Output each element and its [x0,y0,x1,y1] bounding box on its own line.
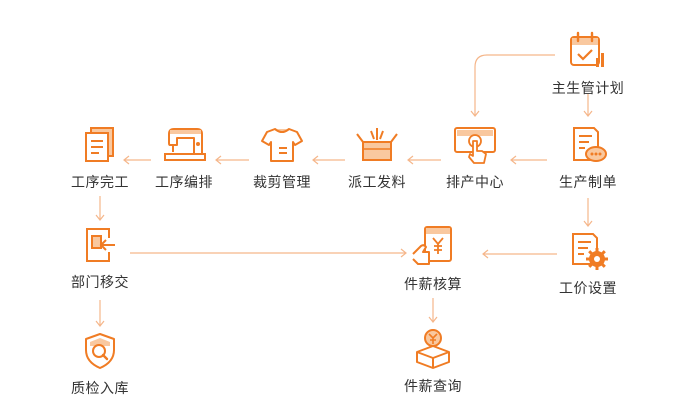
node-wage-setting[interactable]: 工价设置 [533,230,643,298]
node-complete[interactable]: 工序完工 [45,124,155,192]
node-label: 排产中心 [446,174,504,190]
arrowhead-material-to-cutting [312,155,319,165]
transfer-door-icon [86,228,115,262]
tshirt-icon [261,128,303,162]
documents-icon [85,127,114,162]
node-scheduling[interactable]: 工序编排 [129,124,239,192]
yen-coin-box-icon [416,329,450,369]
node-label: 主生管计划 [551,80,625,96]
node-label: 工序完工 [71,174,129,190]
node-label: 质检入库 [71,380,129,396]
arrowhead-order-to-wage [583,220,593,227]
arrowhead-plan-to-order [583,110,593,117]
node-cutting[interactable]: 裁剪管理 [227,124,337,192]
arrowhead-scheduling-to-complete [123,155,130,165]
arrowhead-cutting-to-scheduling [215,155,222,165]
calculator-yen-icon [412,226,452,265]
node-label: 裁剪管理 [253,174,311,190]
node-dispatch-center[interactable]: 排产中心 [420,124,530,192]
node-label: 部门移交 [71,274,129,290]
node-transfer[interactable]: 部门移交 [45,224,155,292]
node-order[interactable]: 生产制单 [533,124,643,192]
arrowhead-transfer-to-calc [400,248,407,258]
arrowhead-calc-to-query [428,316,438,323]
arrowhead-dispatch-to-material [407,155,414,165]
open-box-icon [356,128,398,161]
calendar-chart-icon [570,31,604,67]
arrowhead-transfer-to-quality [95,320,105,327]
touch-screen-icon [454,127,496,164]
sewing-machine-icon [164,128,206,161]
node-plan[interactable]: 主生管计划 [533,30,643,98]
node-piece-calc[interactable]: 件薪核算 [378,224,488,294]
arrowhead-complete-to-transfer [95,214,105,221]
node-label: 件薪查询 [404,378,462,394]
connector-plan-to-dispatch [474,54,555,116]
shield-check-icon [85,333,115,369]
document-chat-icon [573,127,607,162]
arrowhead-plan-to-dispatch [470,110,480,117]
node-label: 生产制单 [559,174,617,190]
node-material[interactable]: 派工发料 [322,124,432,192]
node-label: 工序编排 [155,174,213,190]
node-piece-query[interactable]: 件薪查询 [378,328,488,396]
node-label: 派工发料 [348,174,406,190]
document-gear-icon [572,233,608,270]
arrowhead-order-to-dispatch [510,155,517,165]
node-label: 工价设置 [559,280,617,296]
node-label: 件薪核算 [404,276,462,292]
arrowhead-wage-to-calc [482,249,489,259]
node-quality[interactable]: 质检入库 [45,330,155,398]
